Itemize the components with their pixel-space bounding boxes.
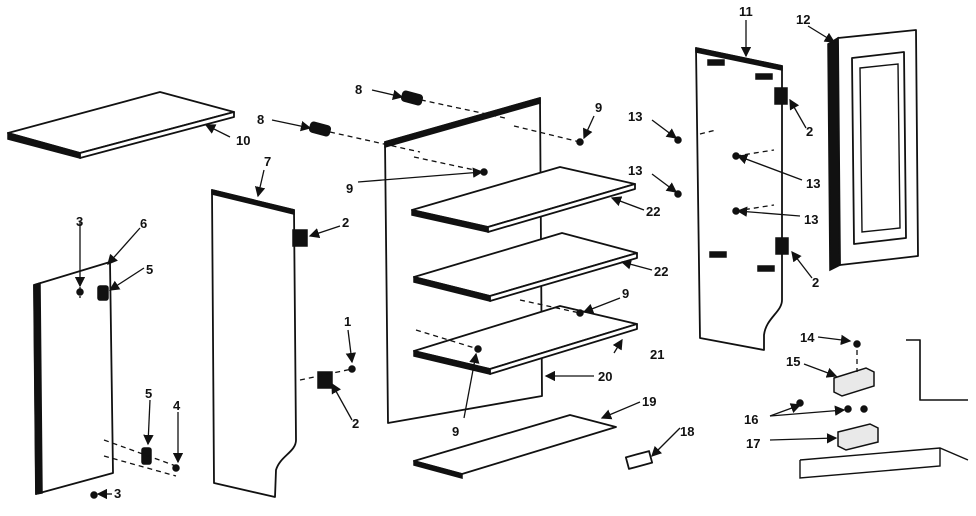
part-14 [853,340,861,348]
part-12-framed-door [827,29,919,272]
label-9a: 9 [595,100,602,115]
label-6: 6 [140,216,147,231]
label-12: 12 [796,12,810,27]
label-4: 4 [173,398,181,413]
label-19: 19 [642,394,656,409]
label-2d: 2 [812,275,819,290]
part-17-block [837,423,879,451]
part-6-door [33,261,152,495]
label-9b: 9 [346,181,353,196]
hinge-upper-left [292,229,308,247]
shelf-22-lower [413,232,638,302]
label-1: 1 [344,314,351,329]
label-2b: 2 [352,416,359,431]
part-10-top-panel [7,91,235,159]
label-13d: 13 [804,212,818,227]
label-15: 15 [786,354,800,369]
label-3a: 3 [76,214,83,229]
part-11-right-panel [695,47,789,351]
part-1 [348,365,356,373]
part-7-side-panel [211,189,333,498]
label-10: 10 [236,133,250,148]
label-3b: 3 [114,486,121,501]
label-20: 20 [598,369,612,384]
part-labels: 8 8 10 7 9 9 2 6 3 5 1 2 5 4 3 9 9 22 22… [76,4,820,501]
label-2c: 2 [806,124,813,139]
label-16: 16 [744,412,758,427]
part-18-clip [624,450,654,470]
hinge-lower-right [775,237,789,255]
label-13a: 13 [628,109,642,124]
label-8a: 8 [355,82,362,97]
label-5b: 5 [145,386,152,401]
label-13c: 13 [806,176,820,191]
label-9c: 9 [452,424,459,439]
label-17: 17 [746,436,760,451]
label-7: 7 [264,154,271,169]
part-15-block [833,367,875,397]
label-13b: 13 [628,163,642,178]
part-4 [172,464,180,472]
label-5a: 5 [146,262,153,277]
part-3-lower [90,491,98,499]
label-11: 11 [739,4,753,19]
label-22b: 22 [654,264,668,279]
corner-detail [799,339,969,479]
label-2a: 2 [342,215,349,230]
label-22a: 22 [646,204,660,219]
label-9d: 9 [622,286,629,301]
door-latch-upper [97,285,109,301]
leader-arrows [74,20,852,500]
shelf-22-upper [411,166,636,233]
hinge-lower-left [317,371,333,389]
label-21: 21 [650,347,664,362]
label-18: 18 [680,424,694,439]
part-8-lower [308,121,332,137]
label-8b: 8 [257,112,264,127]
part-19-bottom [413,414,617,479]
hinge-upper-right [774,87,788,105]
label-14: 14 [800,330,815,345]
assembly-lines [79,97,858,477]
